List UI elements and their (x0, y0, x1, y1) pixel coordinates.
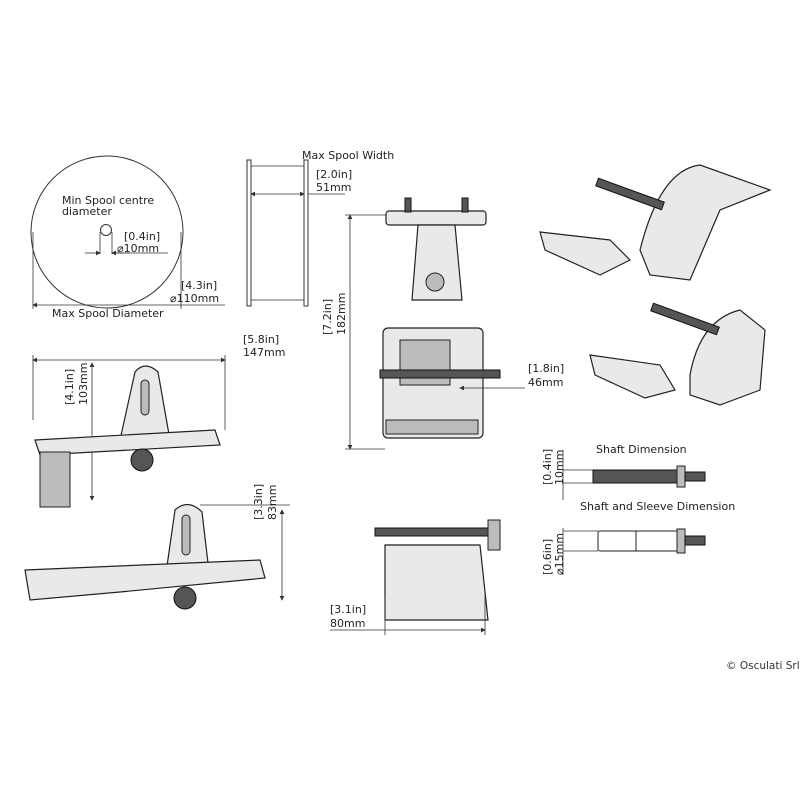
shaft-title: Shaft Dimension (596, 443, 687, 456)
knob-icon (425, 272, 445, 292)
spool-width-view: Max Spool Width [2.0in] 51mm (246, 149, 394, 307)
isometric-view-2 (589, 302, 766, 406)
front-height-mm: 182mm (335, 293, 348, 335)
sleeve-mm: ⌀15mm (553, 533, 566, 575)
min-centre-in: [0.4in] (124, 230, 160, 243)
min-centre-label-2: diameter (62, 205, 112, 218)
knob-icon (173, 586, 197, 610)
side-height-in: [4.1in] (63, 369, 76, 405)
sleeve-in: [0.6in] (541, 539, 554, 575)
spool-centre-hole (100, 224, 112, 236)
sleeve (597, 530, 679, 552)
max-width-in: [2.0in] (316, 168, 352, 181)
shaft-in: [0.4in] (541, 449, 554, 485)
shaft-gap-in: [1.8in] (528, 362, 564, 375)
spool-diameter-view: Min Spool centre diameter [0.4in] ⌀10mm … (30, 155, 225, 320)
shaft-view: Shaft Dimension [0.4in] 10mm Shaft and S… (541, 443, 735, 575)
max-width-mm: 51mm (316, 181, 351, 194)
bottom-view: [3.1in] 80mm (330, 519, 501, 635)
shaft-mm: 10mm (553, 450, 566, 485)
side-length-mm: 147mm (243, 346, 285, 359)
knob-icon (130, 448, 154, 472)
bottom-width-mm: 80mm (330, 617, 365, 630)
side-view-top: [5.8in] 147mm [4.1in] 103mm (32, 333, 285, 508)
side-length-in: [5.8in] (243, 333, 279, 346)
front-view: [7.2in] 182mm [1.8in] 46mm (321, 197, 564, 450)
max-width-label: Max Spool Width (302, 149, 394, 162)
max-diameter-in: [4.3in] (181, 279, 217, 292)
isometric-view-1 (539, 164, 772, 281)
shaft-gap-mm: 46mm (528, 376, 563, 389)
max-diameter-label: Max Spool Diameter (52, 307, 164, 320)
spool-outline (30, 155, 184, 309)
shaft (592, 469, 679, 484)
side-height-mm: 103mm (77, 363, 90, 405)
front-height-in: [7.2in] (321, 299, 334, 335)
bottom-height-in: [3.3in] (252, 484, 265, 520)
min-centre-mm: ⌀10mm (117, 242, 159, 255)
max-diameter-mm: ⌀110mm (170, 292, 219, 305)
min-centre-label: Min Spool centre (62, 194, 154, 207)
side-view-bottom: [3.3in] 83mm (24, 484, 290, 610)
bottom-height-mm: 83mm (266, 485, 279, 520)
shaft-sleeve-title: Shaft and Sleeve Dimension (580, 500, 735, 513)
copyright: © Osculati Srl (726, 660, 800, 672)
bottom-width-in: [3.1in] (330, 603, 366, 616)
